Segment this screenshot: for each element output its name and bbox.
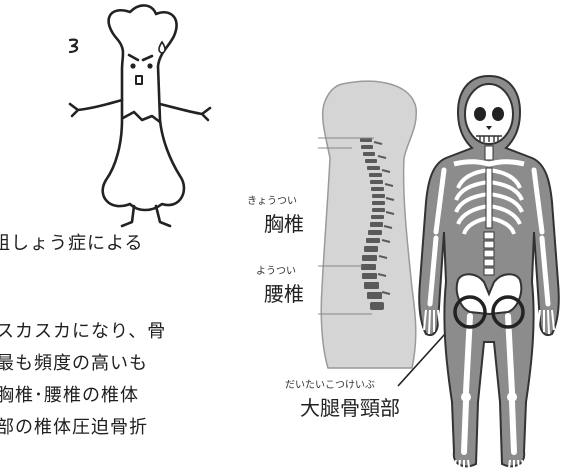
thoracic-label: 胸椎 bbox=[264, 208, 304, 237]
thoracic-ruby: きょうつい bbox=[247, 192, 297, 207]
femoral-neck-label: 大腿骨頸部 bbox=[300, 392, 400, 421]
bone-character-illustration bbox=[30, 0, 250, 240]
body-text-line-3: 最も頻度の高いも bbox=[0, 348, 148, 380]
body-text-line-1: 粗しょう症による bbox=[0, 228, 143, 260]
body-text-line-4: 胸椎･腰椎の椎体 bbox=[0, 380, 139, 412]
lumbar-ruby: ようつい bbox=[256, 262, 296, 277]
femoral-neck-ruby: だいたいこつけいぶ bbox=[285, 376, 375, 391]
lumbar-label: 腰椎 bbox=[264, 278, 304, 307]
skeleton-front-view-illustration bbox=[414, 72, 564, 472]
body-text-line-5: 部の椎体圧迫骨折 bbox=[0, 412, 148, 444]
body-text-line-2: スカスカになり、骨 bbox=[0, 316, 166, 348]
